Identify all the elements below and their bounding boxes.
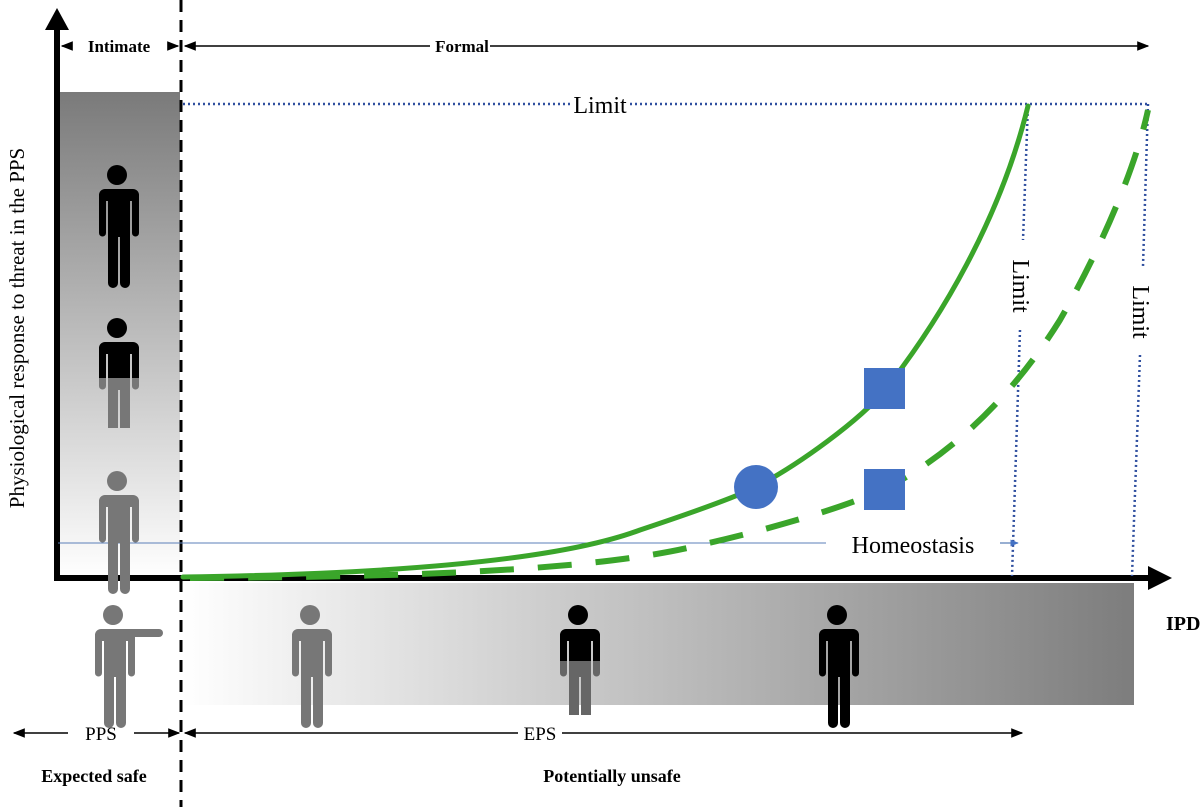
pps-label: PPS	[85, 724, 117, 745]
limit-label-vertical-2: Limit	[1127, 285, 1153, 339]
limit-line-vertical-1-bottom	[1010, 329, 1022, 577]
eps-gradient-band	[182, 583, 1134, 705]
dashed-response-curve	[189, 109, 1151, 581]
formal-label: Formal	[435, 37, 489, 56]
circle-marker	[734, 465, 778, 509]
intimate-label: Intimate	[88, 37, 151, 56]
limit-label-horizontal: Limit	[573, 93, 627, 119]
eps-label: EPS	[524, 724, 557, 745]
y-axis-label: Physiological response to threat in the …	[5, 148, 29, 508]
limit-line-vertical-2-top	[1141, 103, 1150, 267]
limit-label-vertical-1: Limit	[1007, 259, 1033, 313]
potentially-unsafe-label: Potentially unsafe	[543, 766, 681, 786]
square-marker-solid-curve	[864, 368, 905, 409]
x-axis-arrowhead	[1148, 566, 1172, 590]
square-marker-dashed-curve	[864, 469, 905, 510]
y-axis-arrowhead	[45, 8, 69, 30]
homeostasis-label: Homeostasis	[852, 533, 975, 559]
x-axis-label: IPD	[1166, 613, 1200, 635]
expected-safe-label: Expected safe	[41, 766, 146, 786]
person-pointing-gray-icon	[95, 605, 163, 728]
limit-line-vertical-2-bottom	[1130, 354, 1142, 577]
